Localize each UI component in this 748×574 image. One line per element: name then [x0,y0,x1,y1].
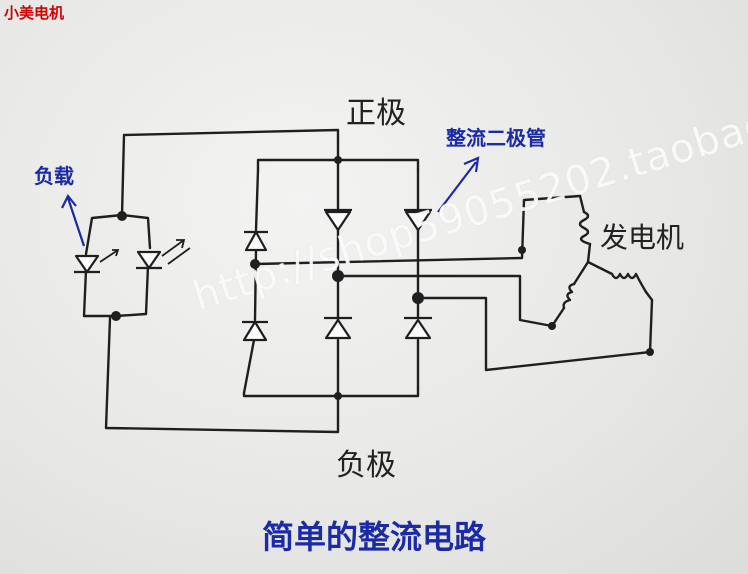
diode-middle-bottom [324,316,352,340]
junction-load-bottom [111,311,121,321]
generator-winding-right [586,260,654,302]
led-arrow-2 [161,239,186,257]
coil-top [578,210,592,246]
bottom-rail [242,386,420,398]
load-pointer-arrow [61,193,86,247]
junction-middle-mid [332,270,344,282]
load-label: 负载 [34,164,74,188]
junction-bottom [334,392,342,400]
diode-left-top [244,230,268,252]
coil-left [562,282,576,310]
positive-pole-label: 正极 [346,96,406,131]
phase-a-wire [253,194,582,266]
brand-watermark-label: 小美电机 [4,4,65,22]
led-arrow-3 [167,247,191,265]
junction-right-mid [412,292,424,304]
coil-right [610,272,648,294]
phase-c-wire [416,296,654,372]
rectifier-diode-label: 整流二极管 [446,126,546,150]
negative-pole-label: 负极 [336,448,396,483]
load-led-right [136,250,162,270]
junction-left-mid [250,259,260,269]
generator-winding-top [578,194,592,264]
negative-wire [104,316,340,434]
positive-wire [120,128,340,217]
junction-gen-b [548,322,556,330]
load-led-left [74,254,100,274]
diode-left-bottom [242,320,268,342]
diode-right-bottom [404,316,432,340]
diagram-caption: 简单的整流电路 [261,518,486,556]
diode-pointer-arrow [437,156,480,213]
junction-top [334,156,342,164]
junction-gen-a [518,246,526,254]
diode-middle-top [324,208,352,232]
generator-winding-left [550,260,590,328]
junction-gen-c [646,348,654,356]
diode-right-top [404,208,432,232]
load-frame [82,213,152,318]
led-arrow-1 [99,249,120,263]
generator-label: 发电机 [600,221,685,254]
junction-load-top [117,211,127,221]
phase-b-wire [336,274,554,328]
